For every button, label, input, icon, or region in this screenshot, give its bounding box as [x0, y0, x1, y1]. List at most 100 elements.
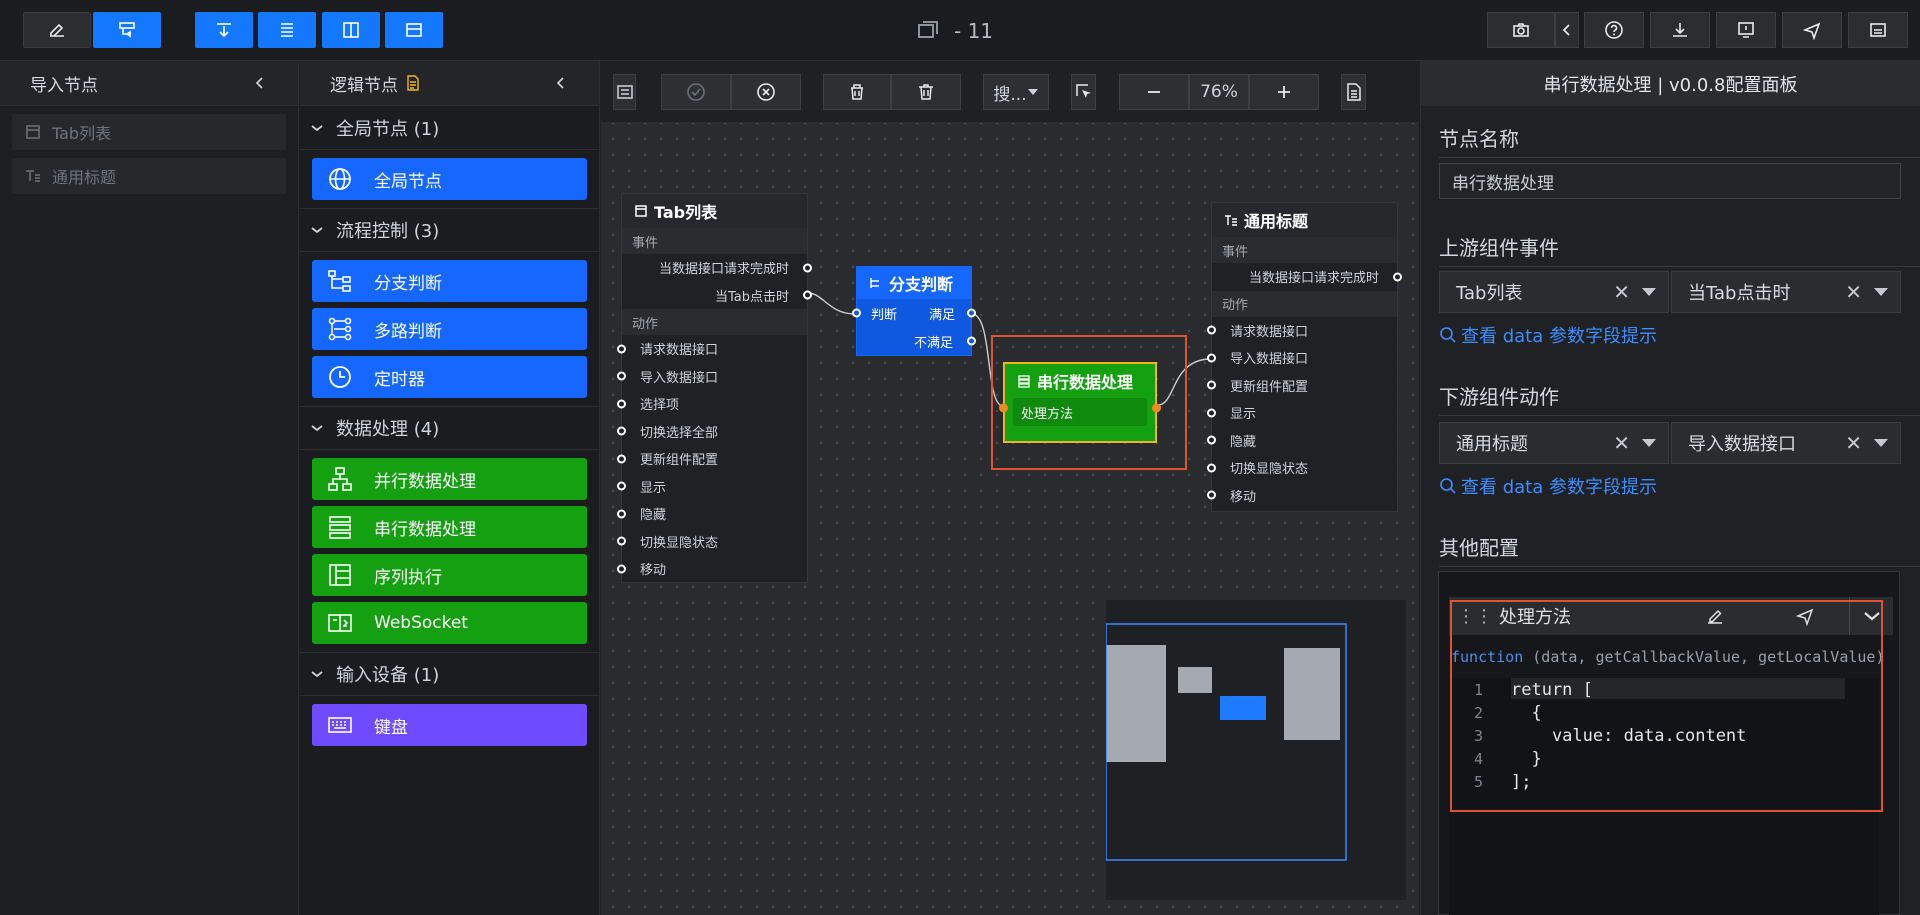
- zoom-in-button[interactable]: [1249, 74, 1319, 110]
- import-button[interactable]: [195, 12, 253, 48]
- downstream-action-select[interactable]: 导入数据接口 ✕: [1671, 422, 1901, 464]
- caret-down-icon[interactable]: [1642, 288, 1656, 296]
- node-action-row[interactable]: 切换显隐状态: [617, 528, 807, 556]
- collapse-toolbar-button[interactable]: [1555, 12, 1579, 48]
- node-action-row[interactable]: 移动: [617, 555, 807, 583]
- screenshot-button[interactable]: [1487, 12, 1555, 48]
- caret-down-icon[interactable]: [1642, 439, 1656, 447]
- input-port[interactable]: [1207, 353, 1216, 363]
- help-button[interactable]: [1584, 12, 1644, 48]
- logic-node-serial[interactable]: 串行数据处理: [312, 506, 587, 548]
- downstream-component-select[interactable]: 通用标题 ✕: [1439, 422, 1669, 464]
- output-port[interactable]: [1152, 403, 1161, 413]
- flow-mode-button[interactable]: [93, 12, 161, 48]
- search-dropdown[interactable]: 搜...: [983, 74, 1049, 110]
- output-port[interactable]: [803, 263, 812, 273]
- node-action-row[interactable]: 导入数据接口: [1207, 344, 1397, 372]
- cancel-button[interactable]: [731, 74, 801, 110]
- delete-button[interactable]: [891, 74, 961, 110]
- input-port[interactable]: [1207, 490, 1216, 500]
- node-action-row[interactable]: 导入数据接口: [617, 363, 807, 391]
- confirm-button[interactable]: [661, 74, 731, 110]
- import-item-general-title[interactable]: 通用标题: [12, 158, 286, 194]
- node-action-row[interactable]: 切换显隐状态: [1207, 454, 1397, 482]
- zoom-out-button[interactable]: [1119, 74, 1189, 110]
- chevron-left-icon[interactable]: [553, 75, 569, 91]
- minimap[interactable]: [1105, 600, 1406, 900]
- input-port[interactable]: [852, 308, 861, 318]
- node-header[interactable]: 通用标题: [1212, 203, 1397, 237]
- input-port[interactable]: [1207, 325, 1216, 335]
- canvas-list-button[interactable]: [613, 74, 636, 110]
- settings-panel-button[interactable]: [1848, 12, 1908, 48]
- input-port[interactable]: [617, 371, 626, 381]
- input-port[interactable]: [617, 481, 626, 491]
- logic-node-parallel[interactable]: 并行数据处理: [312, 458, 587, 500]
- node-action-row[interactable]: 切换选择全部: [617, 418, 807, 446]
- edit-mode-button[interactable]: [23, 12, 91, 48]
- logic-node-global[interactable]: 全局节点: [312, 158, 587, 200]
- node-action-row[interactable]: 更新组件配置: [1207, 372, 1397, 400]
- output-port[interactable]: [967, 336, 976, 346]
- import-item-tab-list[interactable]: Tab列表: [12, 114, 286, 150]
- logic-node-branch[interactable]: 分支判断: [312, 260, 587, 302]
- input-port[interactable]: [1207, 380, 1216, 390]
- clear-icon[interactable]: ✕: [1613, 431, 1630, 455]
- logic-node-websocket[interactable]: WebSocket: [312, 602, 587, 644]
- node-name-input[interactable]: 串行数据处理: [1439, 163, 1901, 199]
- node-action-row[interactable]: 请求数据接口: [617, 335, 807, 363]
- doc-button[interactable]: [1341, 74, 1366, 110]
- node-action-row[interactable]: 隐藏: [1207, 427, 1397, 455]
- group-flow-control[interactable]: 流程控制 (3): [300, 208, 599, 252]
- input-port[interactable]: [617, 344, 626, 354]
- node-serial[interactable]: 串行数据处理 处理方法: [999, 362, 1161, 443]
- preview-button[interactable]: [1716, 12, 1776, 48]
- input-port[interactable]: [1207, 463, 1216, 473]
- upstream-component-select[interactable]: Tab列表 ✕: [1439, 271, 1669, 313]
- caret-down-icon[interactable]: [1874, 439, 1888, 447]
- logic-node-timer[interactable]: 定时器: [312, 356, 587, 398]
- node-event-row[interactable]: 当Tab点击时: [622, 282, 812, 310]
- edit-icon[interactable]: [1705, 606, 1725, 626]
- node-general-title[interactable]: 通用标题 事件 当数据接口请求完成时 动作 请求数据接口 导入数据接口 更新组件…: [1207, 202, 1402, 512]
- input-port[interactable]: [1207, 408, 1216, 418]
- node-action-row[interactable]: 显示: [1207, 399, 1397, 427]
- output-port[interactable]: [803, 290, 812, 300]
- input-port[interactable]: [617, 426, 626, 436]
- node-event-row[interactable]: 当数据接口请求完成时: [622, 254, 812, 282]
- clear-icon[interactable]: ✕: [1613, 280, 1630, 304]
- caret-down-icon[interactable]: [1874, 288, 1888, 296]
- input-port[interactable]: [617, 564, 626, 574]
- node-method-row[interactable]: 处理方法: [1013, 398, 1147, 426]
- publish-button[interactable]: [1782, 12, 1842, 48]
- input-port[interactable]: [617, 454, 626, 464]
- input-port[interactable]: [617, 536, 626, 546]
- node-header[interactable]: Tab列表: [622, 194, 807, 228]
- panel-button[interactable]: [385, 12, 443, 48]
- logic-node-keyboard[interactable]: 键盘: [312, 704, 587, 746]
- layers-button[interactable]: [258, 12, 316, 48]
- input-port[interactable]: [1207, 435, 1216, 445]
- input-port[interactable]: [617, 399, 626, 409]
- select-tool-button[interactable]: [1071, 74, 1096, 110]
- split-view-button[interactable]: [322, 12, 380, 48]
- document-icon[interactable]: [406, 75, 420, 91]
- input-port[interactable]: [617, 509, 626, 519]
- node-action-row[interactable]: 显示: [617, 473, 807, 501]
- node-event-row[interactable]: 当数据接口请求完成时: [1212, 263, 1402, 291]
- node-action-row[interactable]: 请求数据接口: [1207, 317, 1397, 345]
- node-header[interactable]: 串行数据处理: [1005, 364, 1155, 398]
- logic-node-multi-branch[interactable]: 多路判断: [312, 308, 587, 350]
- download-button[interactable]: [1650, 12, 1710, 48]
- output-port[interactable]: [967, 308, 976, 318]
- minimap-viewport[interactable]: [1105, 623, 1347, 861]
- node-action-row[interactable]: 选择项: [617, 390, 807, 418]
- chevron-left-icon[interactable]: [252, 75, 268, 91]
- logic-node-sequence[interactable]: 序列执行: [312, 554, 587, 596]
- clear-icon[interactable]: ✕: [1845, 431, 1862, 455]
- node-tab-list[interactable]: Tab列表 事件 当数据接口请求完成时 当Tab点击时 动作 请求数据接口 导入…: [617, 193, 812, 583]
- downstream-data-hint-link[interactable]: 查看 data 参数字段提示: [1439, 473, 1657, 499]
- node-branch[interactable]: 分支判断 判断 满足 不满足: [852, 266, 976, 356]
- node-action-row[interactable]: 移动: [1207, 482, 1397, 510]
